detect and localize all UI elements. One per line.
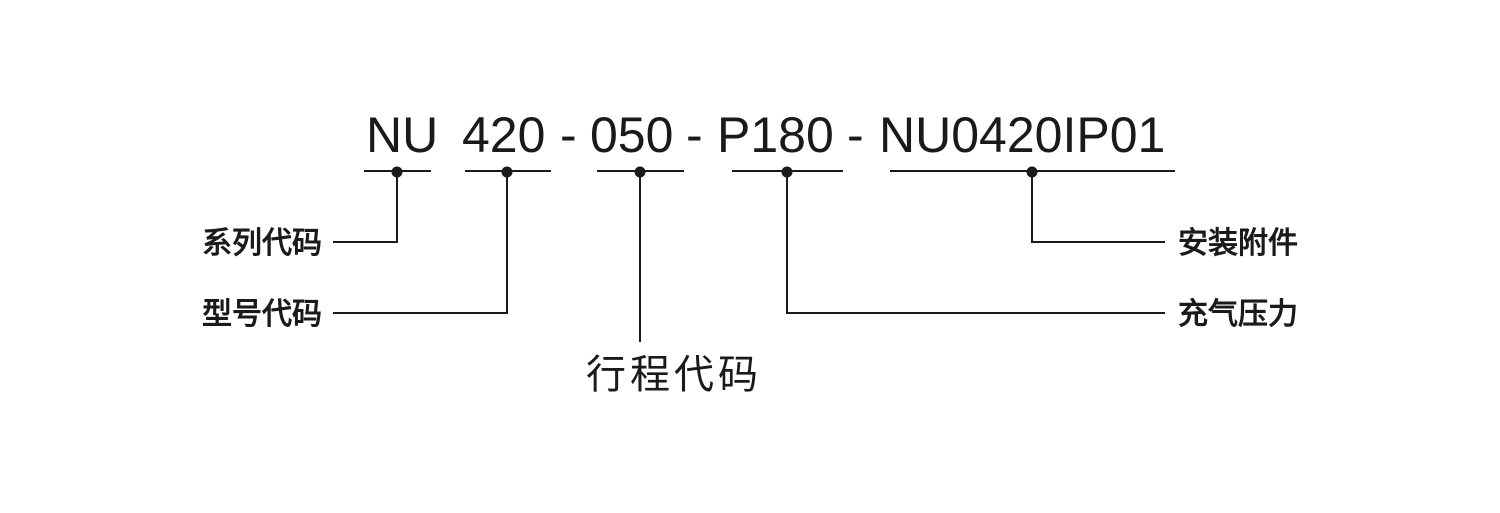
code-separator-3: - xyxy=(847,107,864,163)
code-model: 420 xyxy=(462,107,545,163)
label-model-code: 型号代码 xyxy=(202,297,322,332)
code-accessory: NU0420IP01 xyxy=(879,107,1165,163)
label-mounting-accessory: 安装附件 xyxy=(1178,226,1298,261)
leader-series xyxy=(333,172,398,243)
code-stroke: 050 xyxy=(590,107,673,163)
leader-accessory xyxy=(1031,172,1165,243)
code-separator-2: - xyxy=(686,107,703,163)
label-charge-pressure: 充气压力 xyxy=(1178,297,1298,332)
code-series: NU xyxy=(366,107,438,163)
label-stroke-code: 行程代码 xyxy=(586,352,762,398)
label-series-code: 系列代码 xyxy=(202,226,322,261)
code-separator-1: - xyxy=(560,107,577,163)
leader-pressure xyxy=(786,172,1165,314)
leader-model xyxy=(333,172,508,314)
code-pressure: P180 xyxy=(717,107,834,163)
